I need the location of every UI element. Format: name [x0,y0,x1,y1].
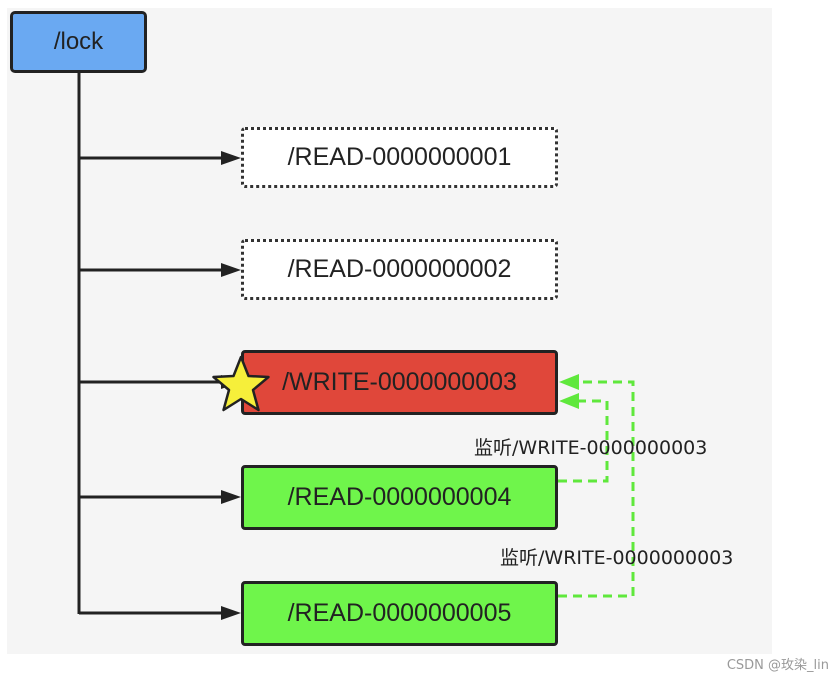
arrow-read5 [221,606,241,620]
node-read-2: /READ-0000000002 [241,239,558,300]
watch-line-read4 [558,399,609,483]
arrow-read1 [221,151,241,165]
node-write-3: /WRITE-0000000003 [241,350,558,415]
arrow-read2 [221,263,241,277]
watch-arrow-read5 [559,374,579,390]
node-read-1: /READ-0000000001 [241,127,558,188]
watermark-text: CSDN @玫染_lin [726,658,829,673]
watch-arrow-read4 [559,393,579,409]
watch-line-read5 [558,380,635,598]
arrow-read4 [221,490,241,504]
watch-caption-1: 监听/WRITE-0000000003 [474,437,708,459]
node-read-4: /READ-0000000004 [241,465,558,530]
star-icon [212,355,270,412]
diagram-background [7,8,772,654]
watch-caption-2: 监听/WRITE-0000000003 [500,547,734,569]
node-read-5: /READ-0000000005 [241,581,558,646]
node-root-lock: /lock [10,11,147,73]
